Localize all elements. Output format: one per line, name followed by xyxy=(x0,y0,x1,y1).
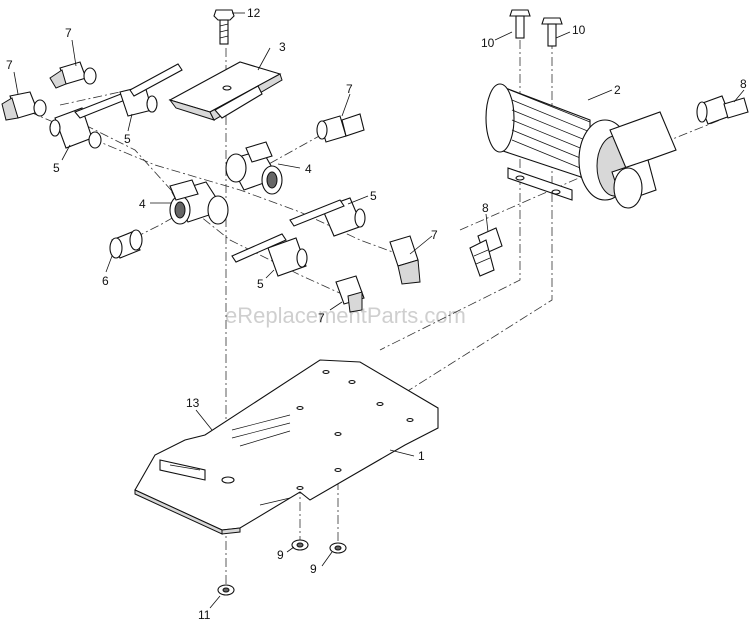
callout-4a: 4 xyxy=(305,162,312,176)
callout-7d: 7 xyxy=(431,228,438,242)
nipple-part-6 xyxy=(109,229,143,259)
callout-10a: 10 xyxy=(481,36,495,50)
elbow-fitting-part-7b xyxy=(1,91,47,121)
screw-part-10a xyxy=(509,9,531,39)
elbow-fitting-part-7d xyxy=(389,235,421,285)
callout-8a: 8 xyxy=(482,201,489,215)
callout-7e: 7 xyxy=(318,311,325,325)
callout-6: 6 xyxy=(102,274,109,288)
callout-2: 2 xyxy=(614,83,621,97)
bracket-part-3 xyxy=(168,61,283,121)
screw-part-12 xyxy=(213,9,235,45)
barb-fitting-part-8a xyxy=(469,227,503,277)
callout-9b: 9 xyxy=(310,562,317,576)
callout-8b: 8 xyxy=(740,77,747,91)
barb-fitting-part-8b xyxy=(696,95,749,125)
callout-7b: 7 xyxy=(6,58,13,72)
callout-13: 13 xyxy=(186,396,200,410)
elbow-fitting-part-7a xyxy=(49,61,97,89)
nut-part-9a xyxy=(291,539,309,551)
tee-fitting-part-4b xyxy=(169,179,229,225)
callout-1: 1 xyxy=(418,449,425,463)
callout-9a: 9 xyxy=(277,548,284,562)
callout-3: 3 xyxy=(279,40,286,54)
ball-valve-part-5d xyxy=(231,233,308,277)
mounting-plate-part-1 xyxy=(134,359,439,535)
ball-valve-part-5a xyxy=(49,91,131,149)
callout-7a: 7 xyxy=(65,26,72,40)
callout-12: 12 xyxy=(247,6,261,20)
nut-part-11 xyxy=(217,584,235,596)
elbow-fitting-part-7e xyxy=(335,275,365,313)
screw-part-10b xyxy=(541,17,563,47)
watermark: eReplacementParts.com xyxy=(225,303,466,328)
ball-valve-part-5b xyxy=(119,63,183,117)
leader-lines xyxy=(13,12,745,609)
callout-11: 11 xyxy=(198,608,211,622)
callout-5d: 5 xyxy=(257,277,264,291)
callout-5a: 5 xyxy=(124,132,131,146)
ball-valve-part-5c xyxy=(289,197,366,237)
callout-5b: 5 xyxy=(53,161,60,175)
callout-5c: 5 xyxy=(370,189,377,203)
elbow-fitting-part-7c xyxy=(316,113,365,143)
pump-motor-part-2 xyxy=(485,83,677,209)
callout-7c: 7 xyxy=(346,82,353,96)
callout-4b: 4 xyxy=(139,197,146,211)
nut-part-9b xyxy=(329,542,347,554)
tee-fitting-part-4a xyxy=(225,141,283,195)
callout-labels: 12 3 2 7 7 5 5 7 4 4 5 6 7 5 7 8 8 10 10… xyxy=(6,6,747,622)
callout-10b: 10 xyxy=(572,23,586,37)
